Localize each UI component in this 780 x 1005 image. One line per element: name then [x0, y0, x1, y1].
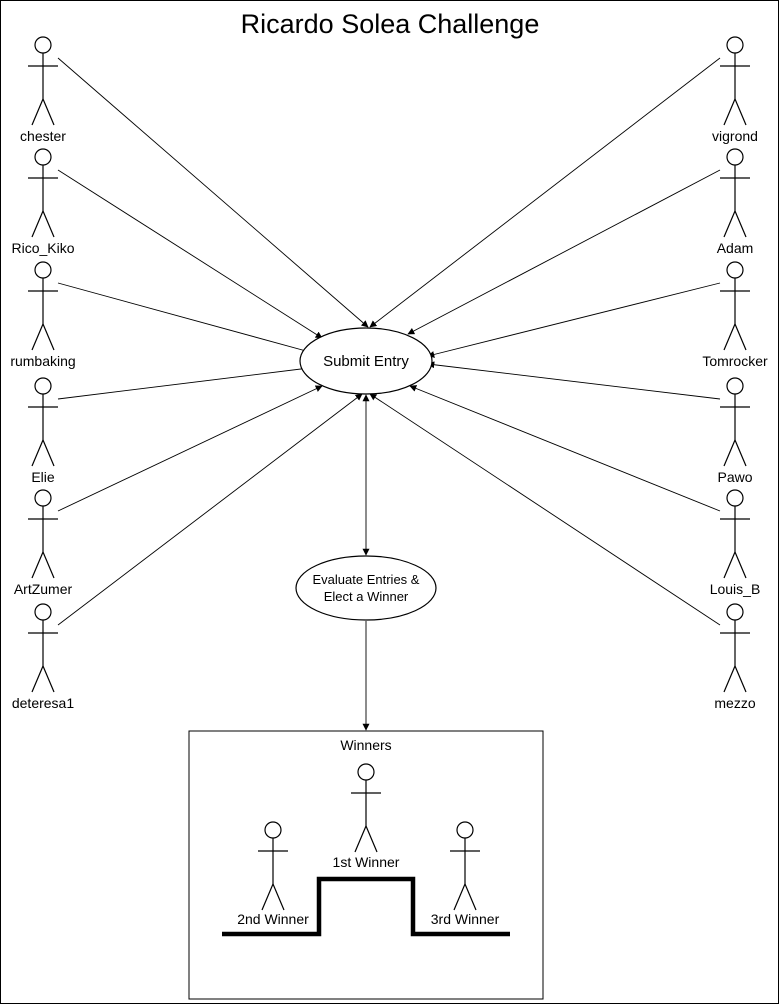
evaluate-entries-ellipse [295, 555, 437, 621]
third-winner-figure[interactable] [450, 821, 480, 911]
stick-figure-icon [28, 489, 58, 579]
stick-figure-icon [28, 148, 58, 238]
actor-louis-b[interactable]: Louis_B [710, 489, 761, 597]
connector-vigrond [369, 57, 721, 328]
winners-title: Winners [340, 737, 391, 753]
actor-label: Elie [31, 469, 55, 485]
evaluate-entries-label-line1: Evaluate Entries & [313, 572, 420, 587]
actor-label: chester [20, 128, 66, 144]
actor-adam[interactable]: Adam [717, 148, 754, 256]
submit-entry-label: Submit Entry [323, 353, 409, 370]
first-winner-figure[interactable] [351, 763, 381, 853]
use-case-submit-entry[interactable]: Submit Entry [299, 327, 433, 395]
winners-box: Winners [188, 730, 544, 1000]
first-winner-label: 1st Winner [333, 854, 400, 870]
actor-vigrond[interactable]: vigrond [712, 36, 758, 144]
connector-mezzo [369, 393, 721, 626]
actor-mezzo[interactable]: mezzo [714, 603, 756, 711]
evaluate-entries-label-line2: Elect a Winner [324, 589, 409, 604]
stick-figure-icon [258, 821, 288, 911]
connector-adam [407, 169, 721, 335]
stick-figure-icon [28, 377, 58, 467]
second-winner-figure[interactable] [258, 821, 288, 911]
winner-actors [258, 763, 480, 911]
actor-deteresa1[interactable]: deteresa1 [12, 603, 74, 711]
actor-label: Rico_Kiko [11, 240, 74, 256]
connector-louis-b [409, 385, 721, 512]
actor-label: ArtZumer [14, 581, 73, 597]
podium [222, 876, 510, 937]
second-winner-label: 2nd Winner [237, 911, 309, 927]
actor-rico-kiko[interactable]: Rico_Kiko [11, 148, 75, 256]
stick-figure-icon [720, 36, 750, 126]
connector-artzumer [57, 385, 323, 512]
actor-label: mezzo [714, 695, 755, 711]
connector-chester [57, 57, 369, 328]
actor-pawo[interactable]: Pawo [717, 377, 753, 485]
actor-label: Pawo [717, 469, 752, 485]
connector-rumbaking [57, 282, 318, 356]
stick-figure-icon [450, 821, 480, 911]
stick-figure-icon [720, 603, 750, 693]
connector-deteresa1 [57, 393, 363, 626]
stick-figure-icon [28, 36, 58, 126]
third-winner-label: 3rd Winner [431, 911, 500, 927]
actor-label: rumbaking [10, 353, 75, 369]
actor-rumbaking[interactable]: rumbaking [10, 261, 76, 369]
use-case-evaluate-entries[interactable]: Evaluate Entries & Elect a Winner [295, 555, 437, 621]
winners-frame [188, 730, 544, 1000]
actor-label: vigrond [712, 128, 758, 144]
actor-tomrocker[interactable]: Tomrocker [702, 261, 768, 369]
actor-label: deteresa1 [12, 695, 74, 711]
connector-pawo [427, 361, 721, 400]
submit-entry-ellipse [299, 327, 433, 395]
actor-label: Louis_B [710, 581, 761, 597]
stick-figure-icon [720, 489, 750, 579]
actor-label: Tomrocker [702, 353, 768, 369]
stick-figure-icon [28, 261, 58, 351]
stick-figure-icon [351, 763, 381, 853]
connector-tomrocker [427, 282, 721, 358]
stick-figure-icon [720, 261, 750, 351]
connector-rico-kiko [57, 169, 323, 339]
connectors [57, 57, 721, 731]
stick-figure-icon [720, 148, 750, 238]
actor-chester[interactable]: chester [20, 36, 66, 144]
actor-label: Adam [717, 240, 754, 256]
actor-artzumer[interactable]: ArtZumer [14, 489, 73, 597]
actor-elie[interactable]: Elie [28, 377, 58, 485]
diagram-title: Ricardo Solea Challenge [241, 9, 540, 39]
stick-figure-icon [720, 377, 750, 467]
stick-figure-icon [28, 603, 58, 693]
connector-elie [57, 364, 318, 400]
